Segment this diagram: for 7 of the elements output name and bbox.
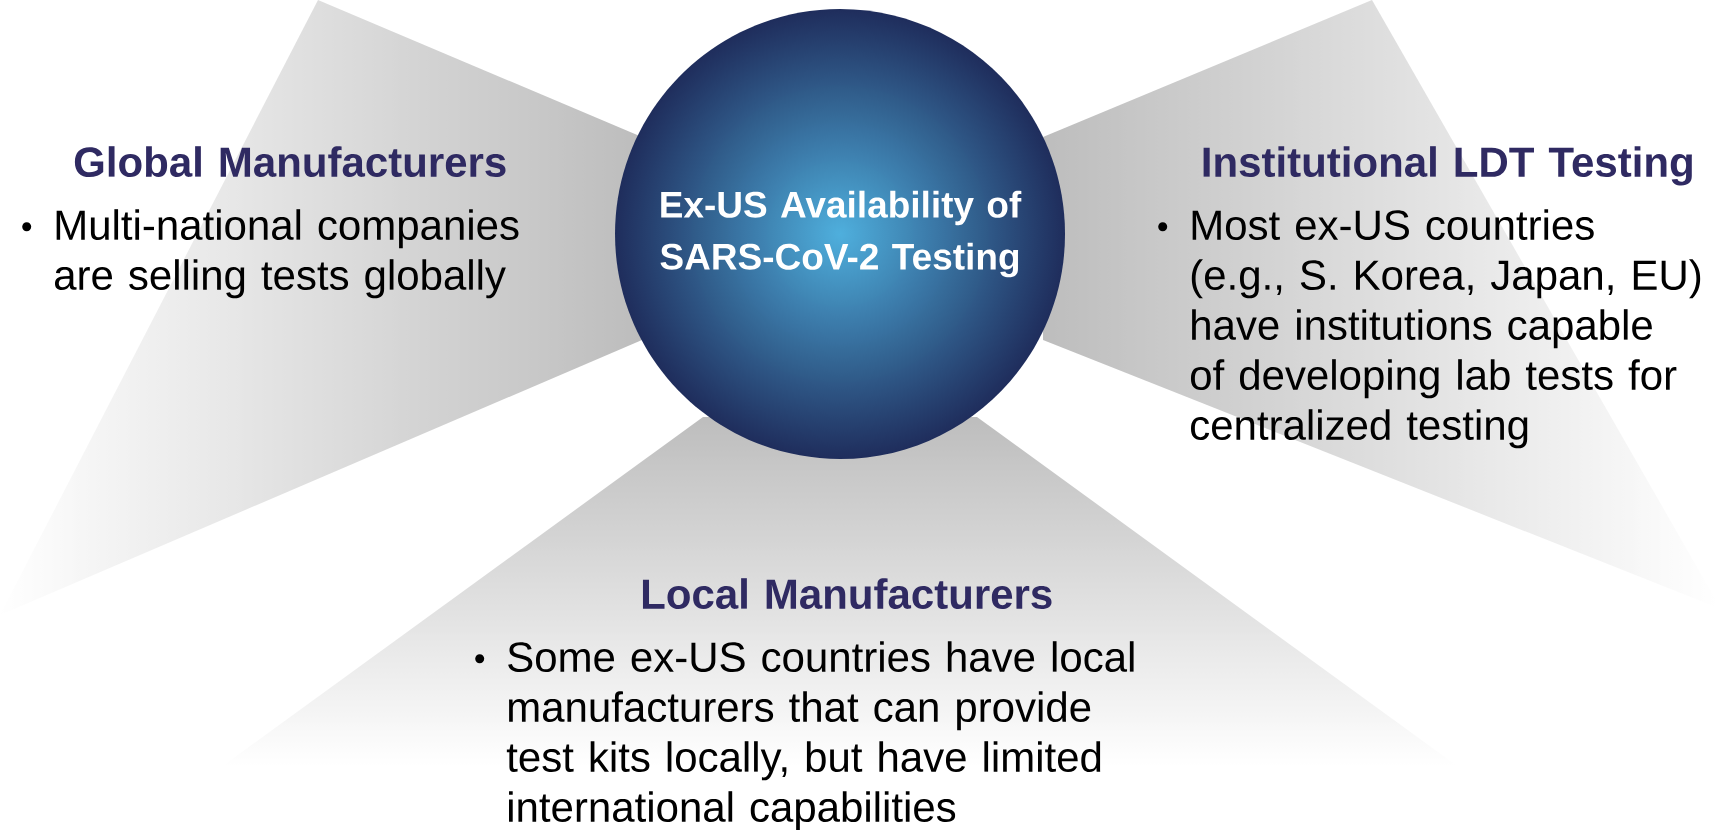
heading: Global Manufacturers <box>74 146 506 178</box>
bullet-text: Most ex-US countries (e.g., S. Korea, Japan, EU) have institutions capable of developing lab tests for centralized testing <box>1190 209 1701 449</box>
title-text: Ex-US Availability of SARS-CoV-2 Testing <box>660 190 1022 278</box>
bullet-text: Multi-national companies are selling tests globally <box>55 209 519 299</box>
heading: Institutional LDT Testing <box>1203 146 1692 186</box>
heading: Local Manufacturers <box>642 578 1052 610</box>
bullet-text: Some ex-US countries have local manufacturers that can provide test kits locally, but have limited international capabilities <box>506 641 1134 830</box>
